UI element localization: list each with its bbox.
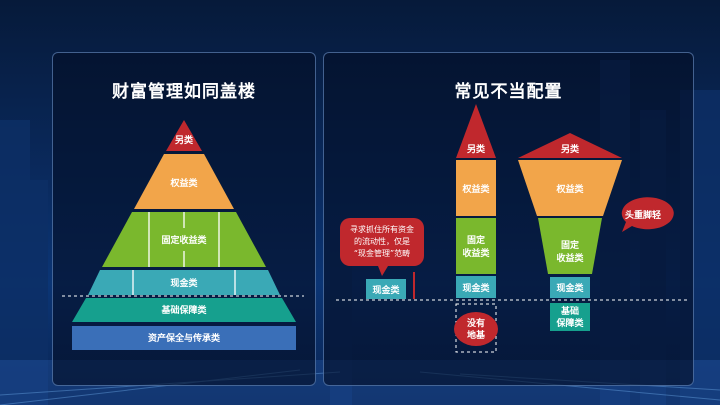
no-foundation-fixed-label2: 收益类 [462, 247, 490, 259]
no-foundation-fixed-label1: 固定 [467, 234, 486, 246]
no-foundation-cash-block [456, 276, 496, 298]
top-heavy-bubble-label: 头重脚轻 [625, 209, 661, 221]
cash-only-speech-bubble [340, 218, 424, 276]
cash-only-cash-label: 现金类 [372, 284, 400, 296]
left-panel-title: 财富管理如同盖楼 [112, 82, 256, 102]
no-foundation-equity-label: 权益类 [461, 183, 490, 195]
pyramid-layer-cash [88, 270, 280, 295]
pyramid-label-alt: 另类 [175, 134, 194, 146]
no-foundation-speech-bubble [454, 312, 498, 346]
cash-only-bubble-line2: 的流动性，仅是 [354, 236, 410, 246]
top-heavy-fixed-label2: 收益类 [556, 252, 584, 264]
no-foundation-alt-label: 另类 [467, 143, 486, 155]
no-foundation-equity-block [456, 160, 496, 216]
pyramid-label-equity: 权益类 [169, 177, 198, 189]
top-heavy-cash-block [550, 277, 590, 298]
top-heavy-base-label1: 基础 [560, 305, 579, 317]
config-cash-only: 寻求抓住所有资金 的流动性，仅是 “现金管理”范畴 现金类 [340, 218, 424, 299]
top-heavy-equity-block [518, 160, 622, 216]
top-heavy-alt-label: 另类 [561, 143, 580, 155]
pyramid-layer-fixed [102, 212, 266, 267]
top-heavy-equity-label: 权益类 [555, 183, 584, 195]
top-heavy-base-block [550, 303, 590, 331]
top-heavy-fixed-label1: 固定 [561, 239, 580, 251]
pyramid-label-fixed: 固定收益类 [161, 234, 207, 246]
pyramid-layer-alt [166, 120, 202, 151]
pyramid-label-cash: 现金类 [170, 277, 198, 289]
config-no-foundation: 另类 权益类 固定 收益类 现金类 没有 地基 [454, 104, 498, 353]
cash-only-bubble-line1: 寻求抓住所有资金 [350, 224, 414, 234]
top-heavy-alt-block [518, 133, 622, 158]
top-heavy-cash-label: 现金类 [556, 282, 584, 294]
pyramid-layer-equity [134, 154, 234, 209]
wealth-pyramid: 另类 权益类 固定收益类 现金类 基础保障类 资产保全与传承类 [62, 120, 304, 350]
pyramid-layer-preserve [72, 326, 296, 350]
cash-only-cash-block [366, 279, 406, 299]
top-heavy-base-label2: 保障类 [555, 317, 584, 329]
pyramid-label-base: 基础保障类 [160, 304, 207, 316]
pyramid-layer-base [72, 298, 296, 322]
right-panel-title: 常见不当配置 [454, 82, 563, 102]
pyramid-label-preserve: 资产保全与传承类 [148, 332, 221, 344]
no-foundation-alt-block [456, 104, 496, 158]
no-foundation-fixed-block [456, 218, 496, 274]
no-foundation-bubble-line1: 没有 [467, 317, 485, 329]
top-heavy-fixed-block [538, 218, 602, 274]
no-foundation-cash-label: 现金类 [462, 282, 490, 294]
config-top-heavy: 另类 权益类 固定 收益类 现金类 基础 保障类 头重脚轻 [518, 133, 674, 331]
pyramid-cash-dividers [132, 270, 236, 295]
cash-only-bubble-line3: “现金管理”范畴 [354, 248, 410, 258]
no-foundation-bubble-line2: 地基 [467, 329, 486, 341]
top-heavy-speech-bubble [621, 197, 674, 232]
pyramid-fixed-dividers [148, 212, 220, 267]
